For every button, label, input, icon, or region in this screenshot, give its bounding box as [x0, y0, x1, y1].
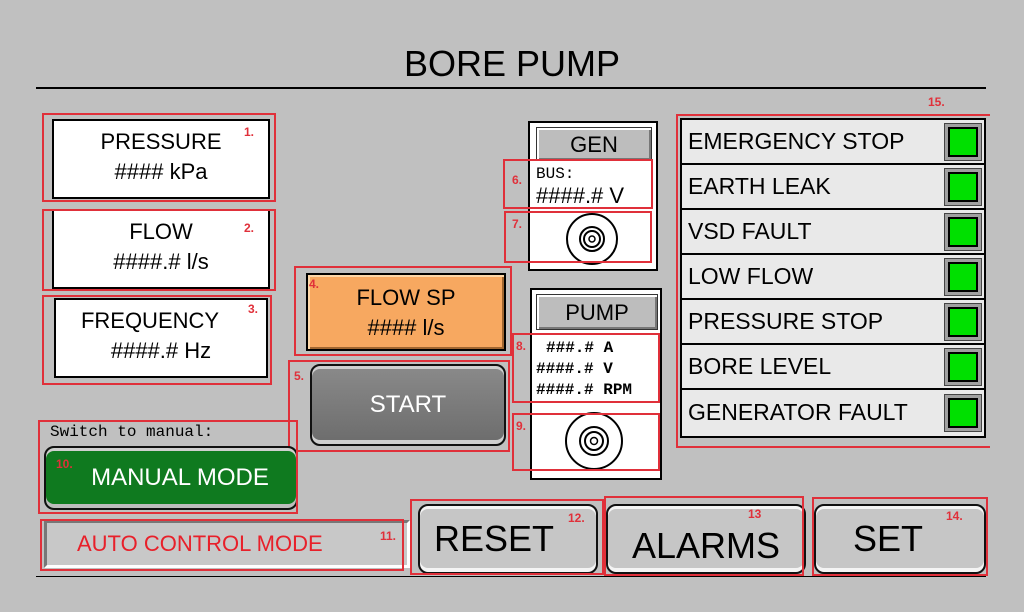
annotation-14: 14. [946, 509, 963, 523]
status-lamp [944, 167, 982, 206]
pressure-value: #### kPa [114, 159, 208, 184]
status-lamp [944, 302, 982, 341]
pump-line-voltage: ####.# V [536, 360, 613, 378]
pressure-readout: PRESSURE #### kPa [52, 119, 270, 199]
status-label: EMERGENCY STOP [688, 128, 905, 154]
page-title: BORE PUMP [403, 43, 621, 84]
status-row-pressure-stop: PRESSURE STOP [682, 300, 984, 345]
annotation-1: 1. [244, 125, 255, 139]
ok-indicator-icon [948, 171, 978, 202]
frequency-value: ####.# Hz [110, 338, 212, 363]
gen-symbol-icon [566, 213, 618, 265]
ok-indicator-icon [948, 351, 978, 382]
status-row-emergency-stop: EMERGENCY STOP [682, 120, 984, 165]
gen-bus-label: BUS: [536, 165, 575, 183]
status-row-bore-level: BORE LEVEL [682, 345, 984, 390]
flow-value: ####.# l/s [113, 249, 209, 274]
annotation-2: 2. [244, 221, 255, 235]
alarms-button[interactable]: ALARMS [606, 504, 806, 574]
annotation-10: 10. [56, 457, 73, 471]
start-button[interactable]: START [310, 364, 506, 446]
pressure-label: PRESSURE [100, 129, 222, 154]
annotation-6: 6. [512, 173, 523, 187]
ok-indicator-icon [948, 126, 978, 157]
gen-bus-value: ####.# V [536, 183, 625, 208]
gen-header: GEN [536, 127, 652, 161]
status-lamp [944, 122, 982, 161]
pump-panel: PUMP ###.# A ####.# V ####.# RPM [530, 288, 662, 480]
manual-mode-button[interactable]: MANUAL MODE [44, 446, 298, 510]
annotation-13: 13 [748, 507, 762, 521]
status-lamp [944, 347, 982, 386]
bottom-divider [36, 576, 986, 577]
annotation-9: 9. [516, 419, 527, 433]
gen-panel: GEN BUS: ####.# V [528, 121, 658, 271]
status-row-low-flow: LOW FLOW [682, 255, 984, 300]
pump-header: PUMP [536, 294, 658, 330]
flow-readout: FLOW ####.# l/s [52, 209, 270, 289]
status-row-generator-fault: GENERATOR FAULT [682, 390, 984, 435]
flow-label: FLOW [129, 219, 193, 244]
status-label: LOW FLOW [688, 263, 814, 289]
reset-button[interactable]: RESET [418, 504, 598, 574]
ok-indicator-icon [948, 306, 978, 337]
set-label: SET [852, 518, 923, 559]
switch-to-manual-caption: Switch to manual: [50, 423, 214, 441]
annotation-15: 15. [928, 95, 945, 109]
status-label: BORE LEVEL [688, 353, 832, 379]
set-button[interactable]: SET [814, 504, 986, 574]
status-label: EARTH LEAK [688, 173, 831, 199]
reset-label: RESET [433, 518, 555, 559]
pump-line-rpm: ####.# RPM [536, 381, 633, 399]
flow-sp-value: #### l/s [367, 315, 445, 340]
auto-control-mode-text: AUTO CONTROL MODE [77, 531, 323, 556]
annotation-3: 3. [248, 302, 259, 316]
pump-line-current: ###.# A [546, 339, 614, 357]
flow-sp-button[interactable]: FLOW SP #### l/s [306, 273, 506, 351]
annotation-8: 8. [516, 339, 527, 353]
annotation-12: 12. [568, 511, 585, 525]
ok-indicator-icon [948, 397, 978, 428]
ok-indicator-icon [948, 261, 978, 292]
annotation-5: 5. [294, 369, 305, 383]
status-lamp [944, 212, 982, 251]
title-divider [36, 87, 986, 89]
annotation-4: 4. [309, 277, 320, 291]
flow-sp-label: FLOW SP [356, 285, 456, 310]
status-lamp [944, 257, 982, 296]
frequency-readout: FREQUENCY ####.# Hz [54, 298, 268, 378]
frequency-label: FREQUENCY [80, 308, 220, 333]
status-label: VSD FAULT [688, 218, 812, 244]
annotation-7: 7. [512, 217, 523, 231]
status-lamp [944, 393, 982, 432]
status-label: PRESSURE STOP [688, 308, 884, 334]
auto-control-mode-indicator: AUTO CONTROL MODE [44, 520, 410, 568]
status-row-vsd-fault: VSD FAULT [682, 210, 984, 255]
manual-mode-label: MANUAL MODE [91, 464, 269, 491]
ok-indicator-icon [948, 216, 978, 247]
start-label: START [369, 391, 447, 418]
annotation-11: 11. [380, 529, 397, 543]
status-row-earth-leak: EARTH LEAK [682, 165, 984, 210]
alarms-label: ALARMS [631, 525, 781, 566]
status-label: GENERATOR FAULT [688, 399, 908, 425]
pump-symbol-icon [565, 412, 623, 470]
status-list: EMERGENCY STOP EARTH LEAK VSD FAULT LOW … [680, 118, 986, 438]
